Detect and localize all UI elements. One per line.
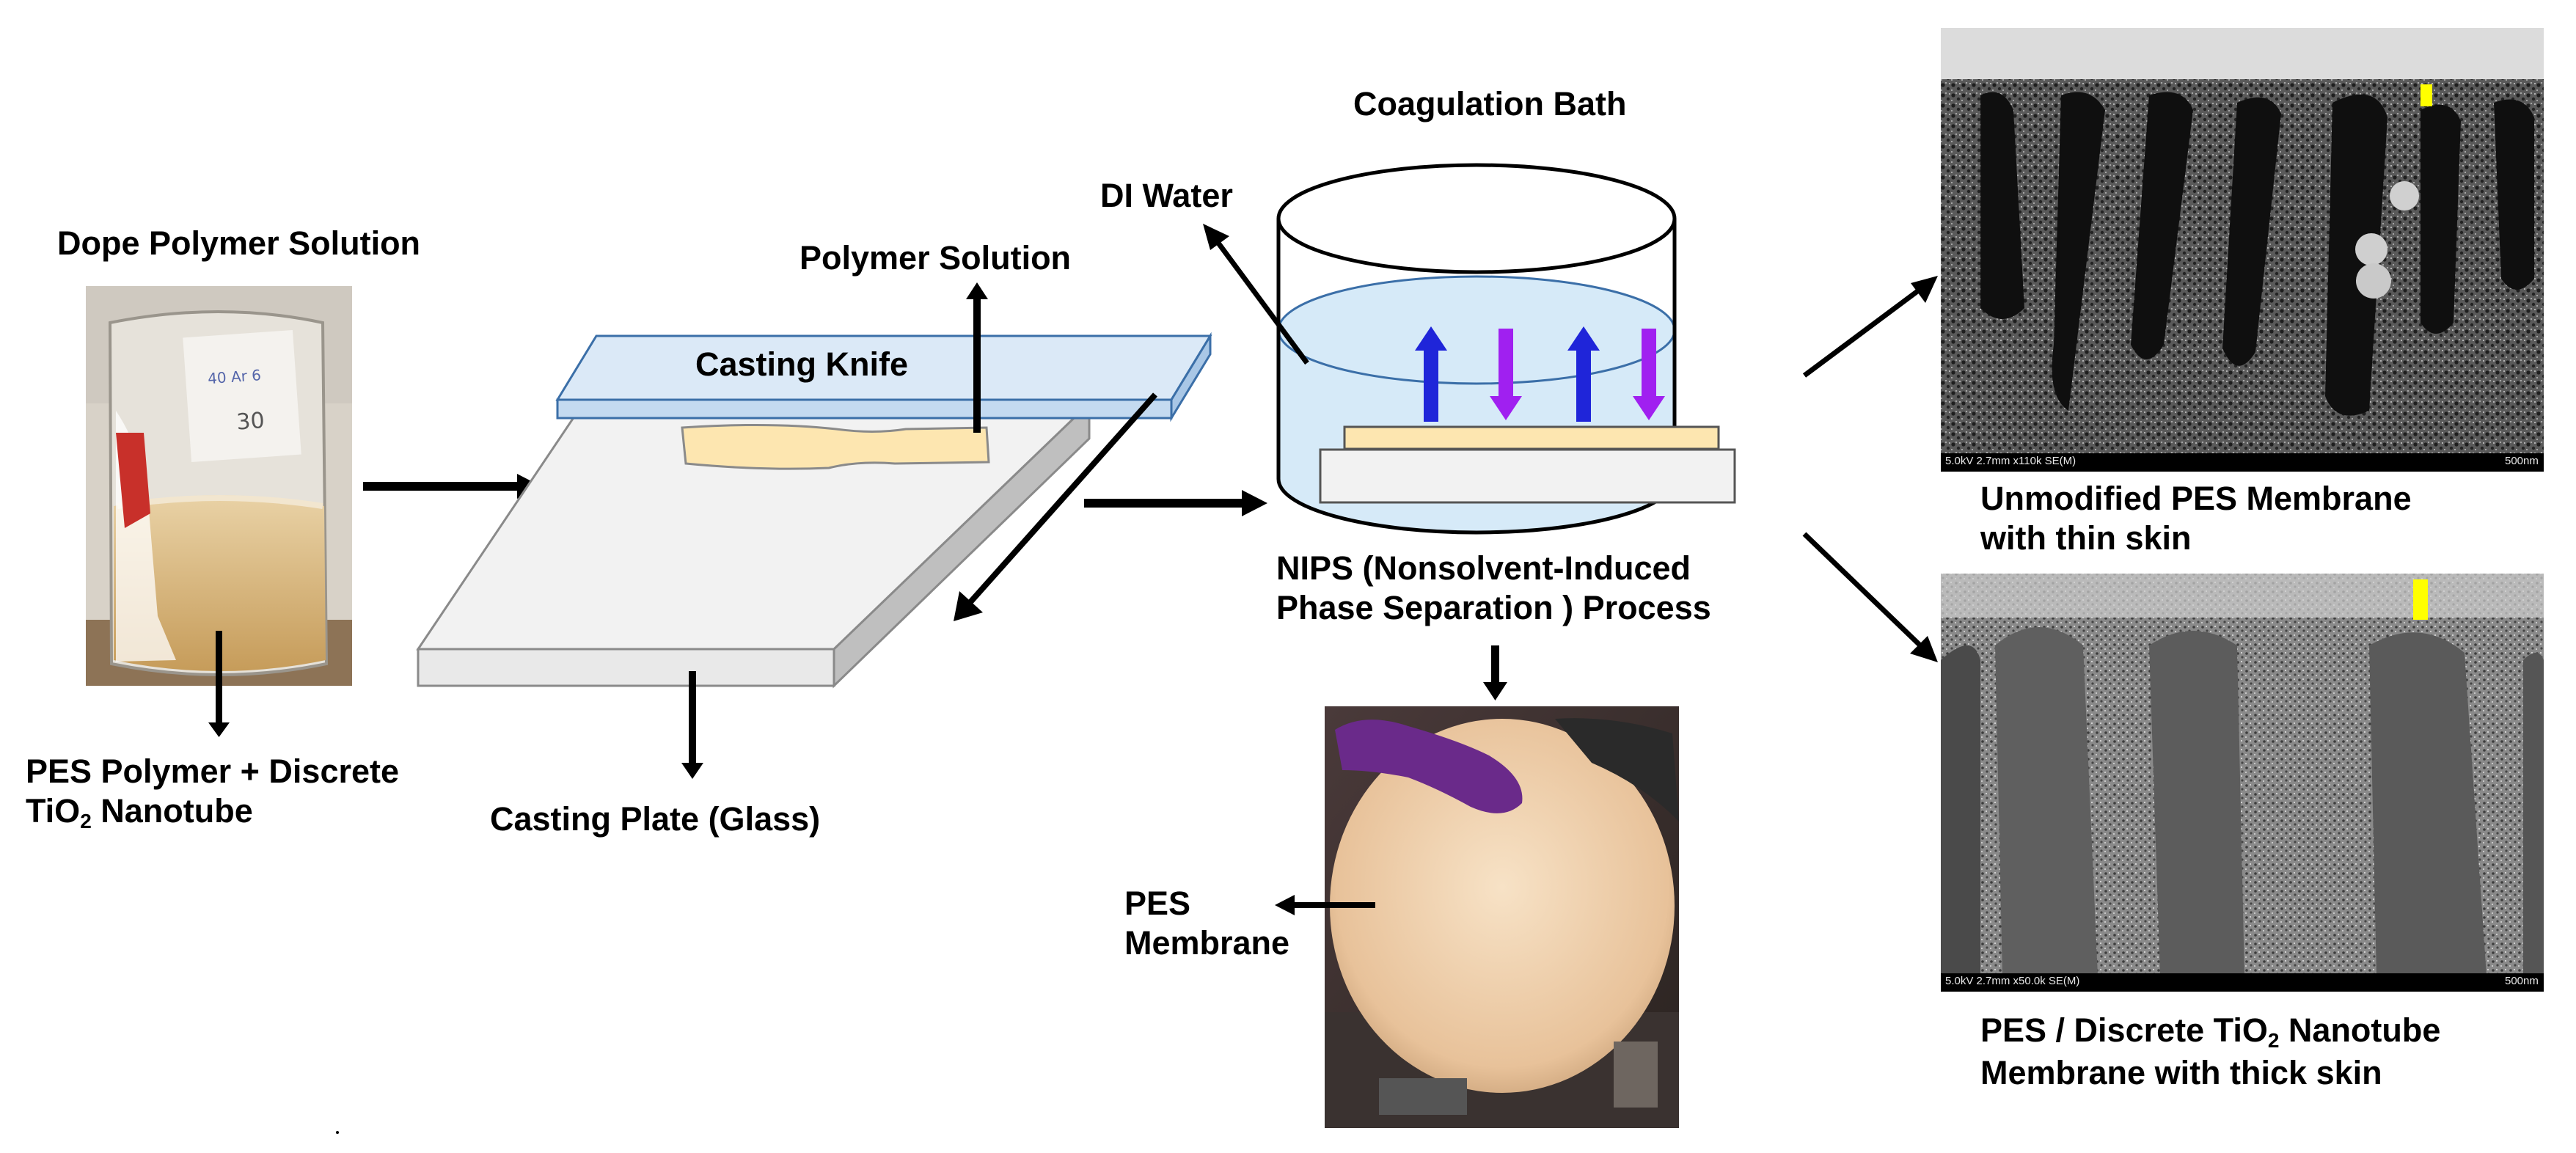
arrow-nips-to-membrane	[1483, 645, 1507, 700]
arrow-to-sem-top	[1802, 276, 1938, 378]
pes-polymer-label: PES Polymer + Discrete TiO2 Nanotube	[26, 752, 399, 834]
svg-text:30: 30	[235, 408, 266, 436]
sem-bottom-scale: 500nm	[2505, 975, 2539, 987]
unmodified-membrane-label: Unmodified PES Membrane with thin skin	[1980, 479, 2412, 558]
pes-polymer-line2: TiO2 Nanotube	[26, 792, 253, 832]
unmod-line1: Unmodified PES Membrane	[1980, 480, 2412, 517]
coagulation-bath	[1276, 163, 1736, 535]
stray-dot	[336, 1131, 339, 1134]
di-water-label: DI Water	[1100, 177, 1233, 214]
arrow-polymer-solution	[966, 282, 988, 433]
arrow-casting-direction	[954, 392, 1157, 621]
arrow-to-sem-bottom	[1802, 532, 1938, 662]
arrow-casting-plate-label	[681, 671, 703, 779]
tio2-line1: PES / Discrete TiO2 Nanotube	[1980, 1011, 2441, 1052]
skin-marker-thin	[2421, 84, 2432, 106]
sem-image-tio2	[1941, 574, 2544, 992]
arrow-di-water	[1203, 224, 1309, 365]
arrow-casting-to-bath	[1084, 490, 1267, 516]
arrow-beaker-to-casting	[363, 474, 541, 499]
casting-plate-label: Casting Plate (Glass)	[490, 800, 821, 838]
coagulation-bath-title: Coagulation Bath	[1353, 85, 1627, 122]
pes-membrane-line1: PES	[1124, 885, 1191, 922]
pes-membrane-line2: Membrane	[1124, 924, 1290, 962]
dope-solution-beaker-photo: 40 Ar 6 30	[86, 286, 352, 686]
casting-knife-label: Casting Knife	[695, 345, 909, 383]
sem-top-scale: 500nm	[2505, 455, 2539, 467]
nonsolvent-in-arrows	[1490, 329, 1665, 420]
nips-process-label: NIPS (Nonsolvent-Induced Phase Separatio…	[1276, 549, 1804, 628]
arrow-pes-membrane-label	[1275, 895, 1375, 915]
unmod-line2: with thin skin	[1980, 519, 2192, 557]
dope-polymer-title: Dope Polymer Solution	[57, 224, 421, 262]
tio2-membrane-label: PES / Discrete TiO2 Nanotube Membrane wi…	[1980, 1011, 2440, 1093]
sem-top-info: 5.0kV 2.7mm x110k SE(M)	[1945, 455, 2076, 467]
skin-marker-thick	[2413, 579, 2428, 620]
polymer-film	[681, 423, 990, 470]
nips-line1: NIPS (Nonsolvent-Induced	[1276, 549, 1691, 587]
arrow-beaker-to-label	[208, 631, 230, 737]
svg-text:40 Ar 6: 40 Ar 6	[207, 366, 261, 387]
nips-line2: Phase Separation ) Process	[1276, 589, 1711, 626]
sem-bottom-info: 5.0kV 2.7mm x50.0k SE(M)	[1945, 975, 2080, 987]
polymer-solution-label: Polymer Solution	[799, 239, 1072, 277]
pes-polymer-line1: PES Polymer + Discrete	[26, 753, 400, 790]
solvent-out-arrows	[1415, 326, 1600, 422]
pes-membrane-label: PES Membrane	[1124, 884, 1289, 963]
sem-image-unmodified	[1941, 28, 2544, 472]
tio2-line2: Membrane with thick skin	[1980, 1053, 2382, 1091]
casting-knife	[555, 332, 1212, 422]
pes-membrane-photo	[1325, 706, 1679, 1128]
